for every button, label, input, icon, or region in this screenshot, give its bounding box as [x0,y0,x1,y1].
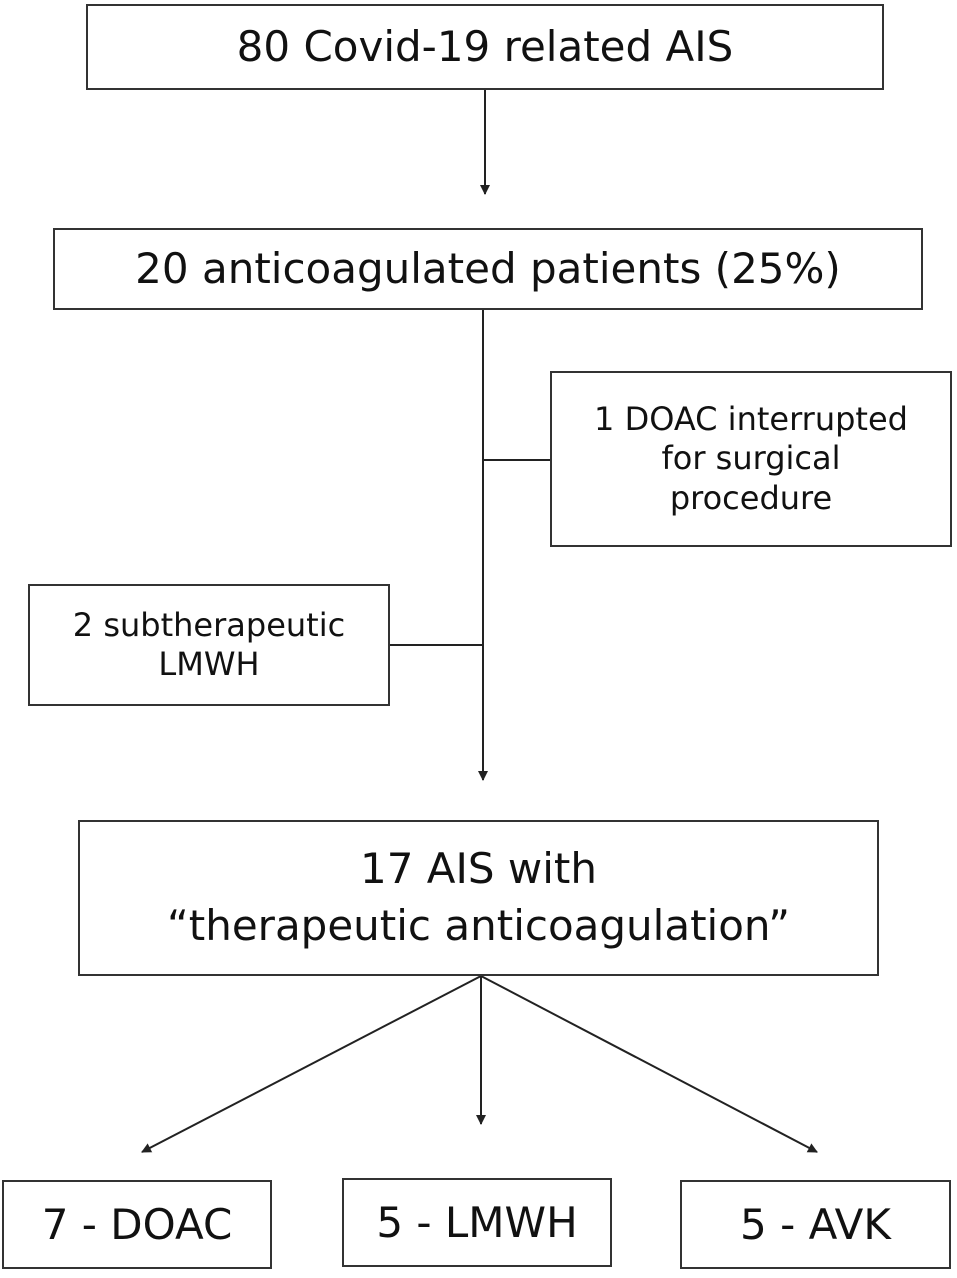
outcome-lmwh-label: 5 - LMWH [376,1197,578,1247]
outcome-avk-label: 5 - AVK [740,1199,891,1249]
box-subtherapeutic-lmwh: 2 subtherapeutic LMWH [28,584,390,706]
doac-interrupted-line-3: procedure [669,478,833,517]
subtherapeutic-line-2: LMWH [158,645,260,683]
outcome-doac-label: 7 - DOAC [41,1199,233,1249]
box-outcome-doac: 7 - DOAC [2,1180,272,1269]
box-outcome-lmwh: 5 - LMWH [342,1178,612,1267]
arrow-therapeutic-to-avk [480,975,818,1153]
doac-interrupted-line-2: for surgical [661,439,841,478]
box-outcome-avk: 5 - AVK [680,1180,951,1269]
anticoagulated-patients-label: 20 anticoagulated patients (25%) [135,244,841,294]
box-total-ais: 80 Covid-19 related AIS [86,4,884,90]
arrow-therapeutic-to-doac [141,975,482,1153]
box-therapeutic-anticoagulation: 17 AIS with “therapeutic anticoagulation… [78,820,879,976]
therapeutic-line-1: 17 AIS with [359,844,598,894]
box-anticoagulated-patients: 20 anticoagulated patients (25%) [53,228,923,310]
total-ais-label: 80 Covid-19 related AIS [236,22,734,72]
doac-interrupted-line-1: 1 DOAC interrupted [594,400,908,439]
therapeutic-line-2: “therapeutic anticoagulation” [166,901,790,950]
box-doac-interrupted: 1 DOAC interrupted for surgical procedur… [550,371,952,547]
subtherapeutic-line-1: 2 subtherapeutic [72,605,346,644]
